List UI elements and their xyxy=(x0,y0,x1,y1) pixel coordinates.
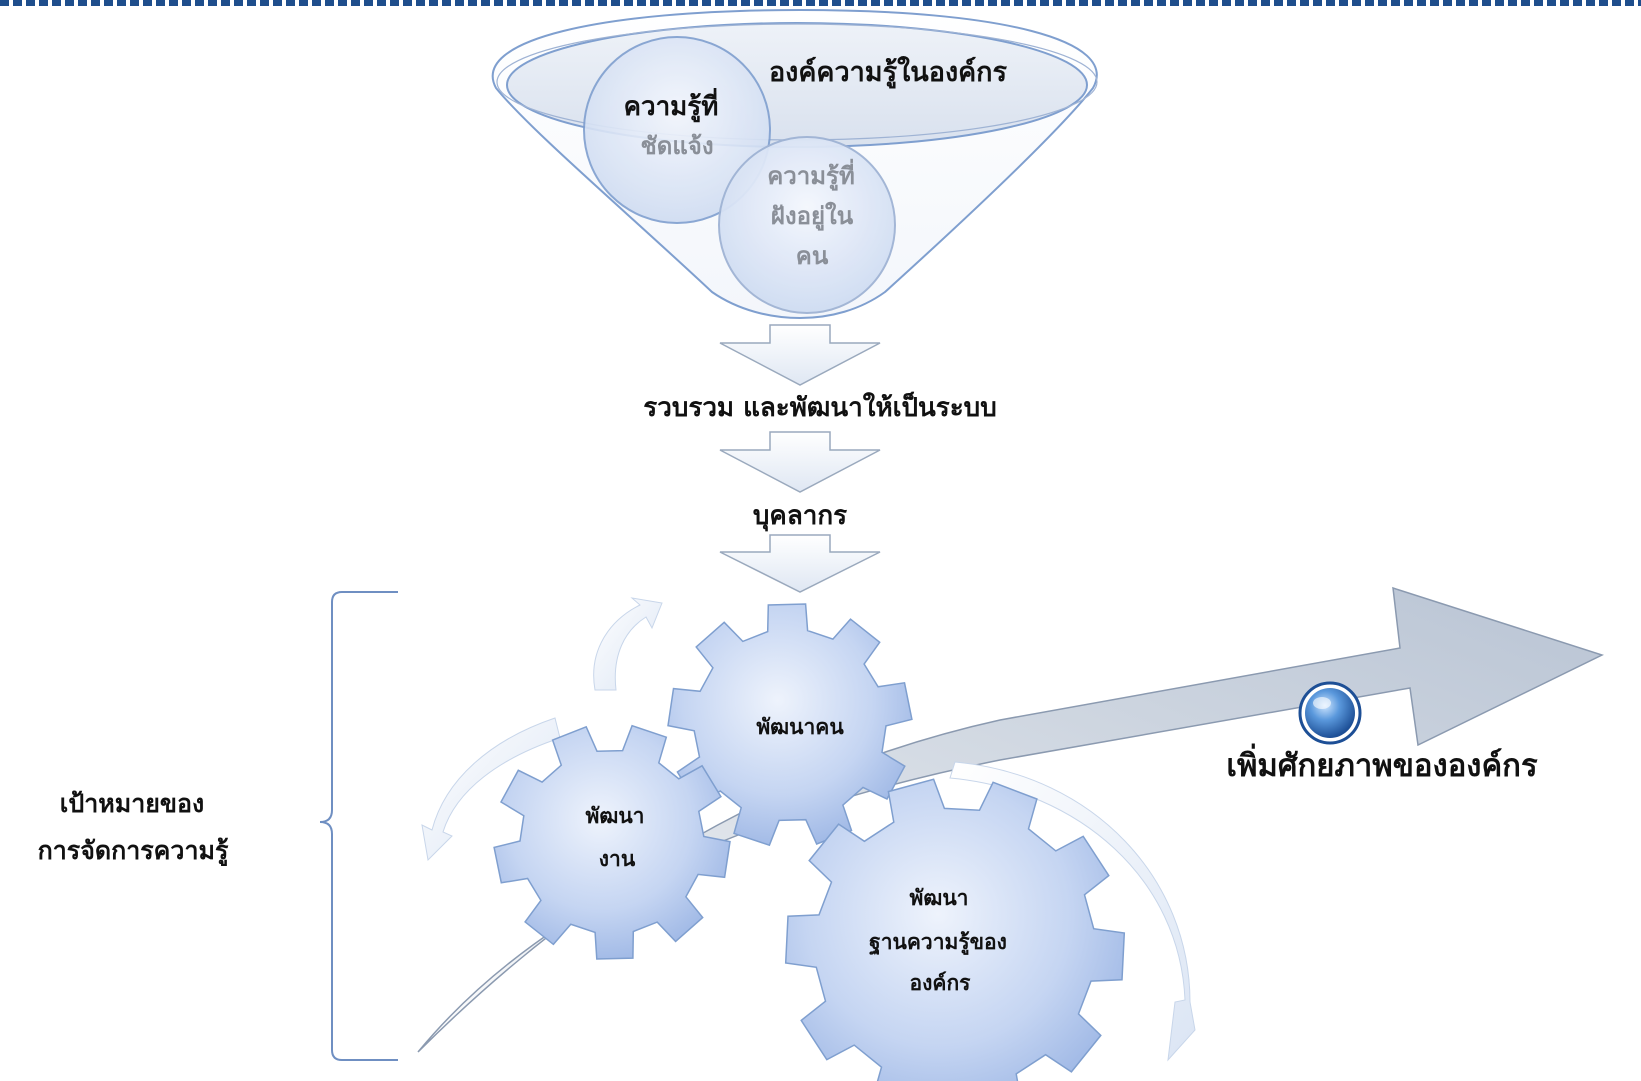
step-personnel-text: บุคลากร xyxy=(753,501,847,532)
tacit-knowledge-line3: คน xyxy=(796,242,829,270)
gears-group xyxy=(493,603,1126,1081)
outcome-text: เพิ่มศักยภาพขององค์กร xyxy=(1226,743,1538,784)
gear-knowledge-label-line3: องค์กร xyxy=(910,971,972,995)
down-arrow-3 xyxy=(719,534,881,593)
gear-develop-work xyxy=(493,724,731,960)
tacit-knowledge-line2: ฝังอยู่ใน xyxy=(771,201,854,231)
gear-work-label-line2: งาน xyxy=(599,847,636,871)
tacit-knowledge-circle xyxy=(718,136,896,314)
goal-line1: เป้าหมายของ xyxy=(60,789,204,818)
gear-develop-people xyxy=(667,603,913,847)
curve-arrow-left xyxy=(421,717,561,862)
explicit-knowledge-circle xyxy=(583,36,771,224)
explicit-knowledge-line2: ชัดแจ้ง xyxy=(640,132,713,160)
outcome-orb xyxy=(1298,681,1362,745)
gear-work-label-line1: พัฒนา xyxy=(586,804,645,828)
explicit-knowledge-line1: ความรู้ที่ xyxy=(624,87,719,123)
goal-brace xyxy=(319,591,398,1061)
gear-knowledge-label-line2: ฐานความรู้ของ xyxy=(869,930,1007,956)
funnel-title: องค์ความรู้ในองค์กร xyxy=(769,56,1008,89)
gear-develop-knowledge-base xyxy=(784,778,1126,1081)
down-arrow-2 xyxy=(719,431,881,493)
gear-people-label: พัฒนาคน xyxy=(756,715,844,739)
curve-arrow-right xyxy=(949,761,1196,1062)
gear-knowledge-label-line1: พัฒนา xyxy=(910,886,969,910)
step-collect-text: รวบรวม และพัฒนาให้เป็นระบบ xyxy=(643,391,996,423)
tacit-knowledge-line1: ความรู้ที่ xyxy=(767,158,855,191)
curve-arrow-top xyxy=(593,597,663,691)
knowledge-funnel xyxy=(491,8,1098,320)
down-arrow-1 xyxy=(719,324,881,386)
goal-line2: การจัดการความรู้ xyxy=(38,836,229,867)
